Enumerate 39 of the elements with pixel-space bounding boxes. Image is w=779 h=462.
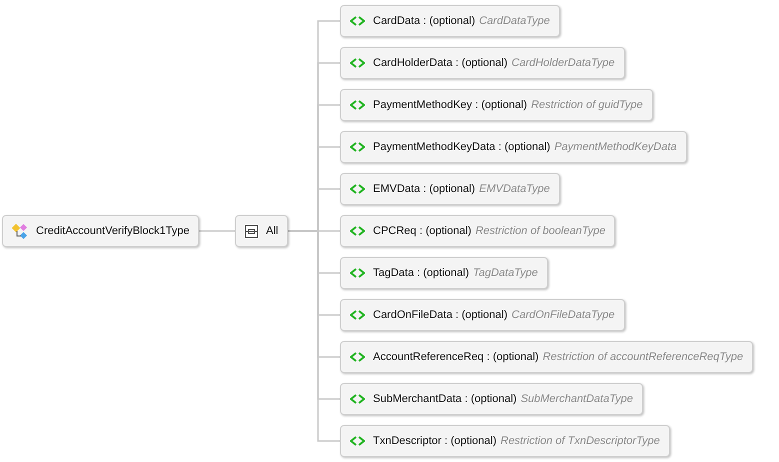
element-name: PaymentMethodKey : (optional) (373, 99, 528, 111)
element-box (340, 299, 625, 331)
type-name: Restriction of guidType (531, 99, 643, 111)
type-name: Restriction of TxnDescriptorType (500, 435, 660, 447)
element-name: AccountReferenceReq : (optional) (373, 351, 539, 363)
type-name: TagDataType (473, 267, 538, 279)
type-name: PaymentMethodKeyData (554, 141, 677, 153)
element-name: CardOnFileData : (optional) (373, 309, 508, 321)
element-name: TxnDescriptor : (optional) (373, 435, 496, 447)
element-box (340, 173, 560, 205)
element-box (340, 425, 670, 457)
element-name: All (266, 225, 278, 237)
type-name: SubMerchantDataType (520, 393, 633, 405)
type-name: Restriction of accountReferenceReqType (542, 351, 744, 363)
element-name: CPCReq : (optional) (373, 225, 472, 237)
type-name: CardOnFileDataType (512, 309, 615, 321)
element-box (340, 215, 616, 247)
element-name: CardHolderData : (optional) (373, 57, 508, 69)
element-box (340, 5, 560, 37)
type-name: CardHolderDataType (512, 57, 615, 69)
type-name: Restriction of booleanType (475, 225, 606, 237)
connector-line (288, 230, 340, 442)
connector-line (199, 230, 235, 232)
compositor-box (235, 215, 288, 247)
element-name: PaymentMethodKeyData : (optional) (373, 141, 550, 153)
element-name: TagData : (optional) (373, 267, 469, 279)
element-box (340, 89, 653, 121)
element-box (340, 257, 548, 289)
element-box (340, 131, 687, 163)
element-name: SubMerchantData : (optional) (373, 393, 517, 405)
element-box (340, 47, 625, 79)
type-name: CardDataType (479, 15, 550, 27)
type-name: EMVDataType (479, 183, 550, 195)
element-box (340, 383, 643, 415)
element-name: CardData : (optional) (373, 15, 476, 27)
type-box (2, 215, 200, 247)
element-box (340, 341, 754, 373)
element-name: EMVData : (optional) (373, 183, 476, 195)
element-name: CreditAccountVerifyBlock1Type (36, 225, 190, 237)
